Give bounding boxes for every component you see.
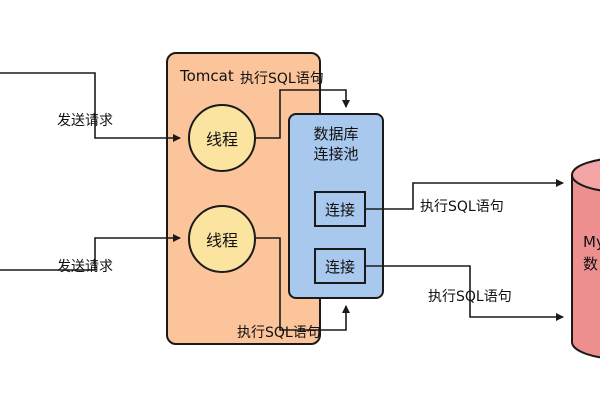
tomcat-title: Tomcat: [180, 67, 234, 85]
request-arrow-2: [0, 234, 181, 271]
request-arrow-1: [0, 72, 181, 142]
pool-title-line1: 数据库: [313, 125, 359, 143]
thread-node-2: 线程: [188, 205, 256, 273]
label-send-request-1: 发送请求: [57, 113, 113, 129]
label-sql-top: 执行SQL语句: [240, 71, 324, 87]
thread-label-1: 线程: [205, 130, 238, 149]
label-sql-bottom: 执行SQL语句: [237, 325, 321, 341]
database-label-line2: 数: [583, 255, 599, 273]
sql-arrow-bottom: [256, 237, 350, 331]
connection-pool-title: 数据库 连接池: [288, 124, 384, 164]
database-cylinder: [571, 158, 600, 359]
sql-arrow-right-1: [366, 179, 564, 210]
thread-node-1: 线程: [188, 104, 256, 172]
connection-label-1: 连接: [324, 200, 355, 219]
database-label-line1: My: [583, 233, 600, 251]
connection-label-2: 连接: [324, 257, 355, 276]
label-send-request-2: 发送请求: [57, 259, 113, 275]
label-sql-right-1: 执行SQL语句: [420, 199, 504, 215]
sql-arrow-right-2: [366, 265, 564, 321]
connection-box-2: 连接: [314, 248, 366, 284]
connection-box-1: 连接: [314, 191, 366, 227]
label-sql-right-2: 执行SQL语句: [428, 289, 512, 305]
thread-label-2: 线程: [205, 231, 238, 250]
pool-title-line2: 连接池: [313, 145, 359, 163]
sql-arrow-top: [256, 89, 350, 139]
